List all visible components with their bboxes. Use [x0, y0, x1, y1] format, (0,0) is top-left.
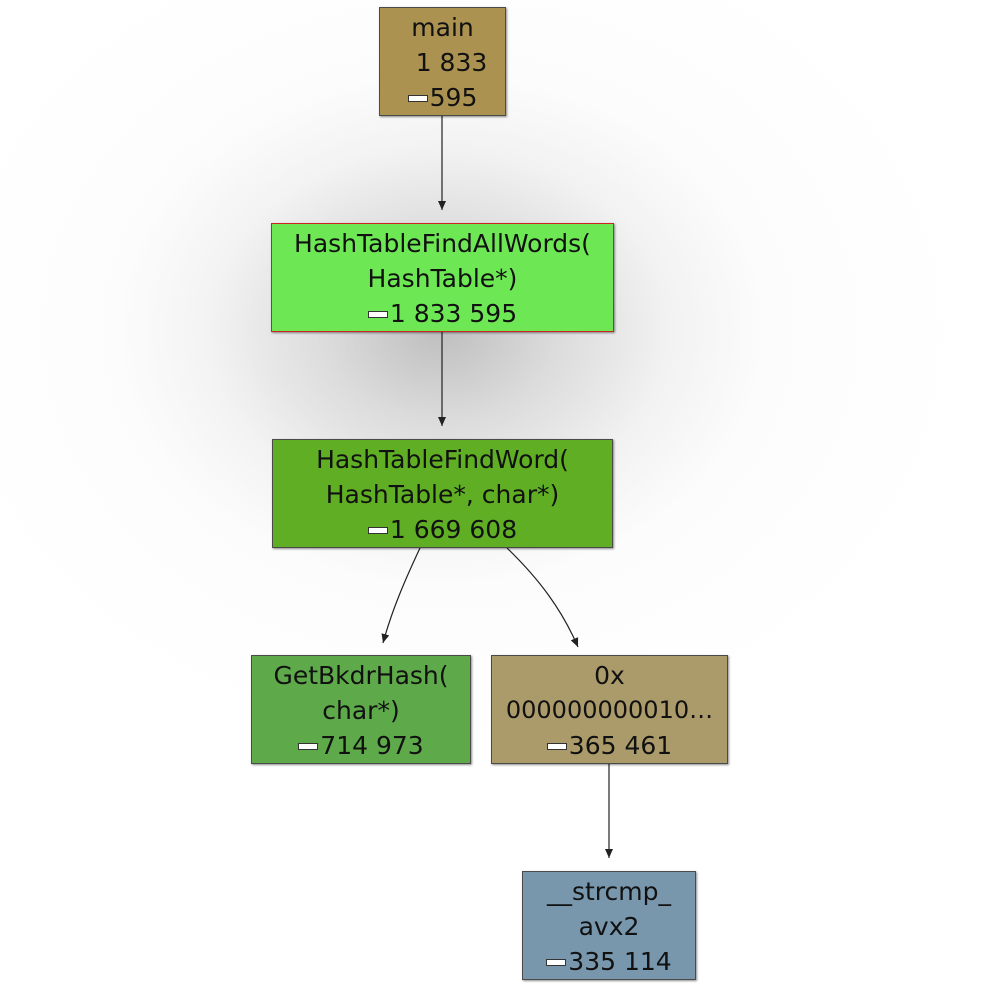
- node-label-line: GetBkdrHash(: [273, 661, 449, 690]
- node-label-line: 1 833: [415, 48, 488, 77]
- node-cost-value: 595: [429, 83, 478, 112]
- node-cost-value: 714 973: [320, 731, 424, 760]
- node-cost: 365 461: [492, 728, 727, 763]
- node-unknown-address[interactable]: 0x 000000000010… 365 461: [491, 655, 728, 764]
- node-label-line: char*): [322, 696, 400, 725]
- node-cost: 1 669 608: [273, 512, 612, 547]
- node-cost-value: 365 461: [568, 731, 673, 760]
- node-cost-value: 335 114: [568, 947, 672, 976]
- node-label-line: 0x: [594, 661, 625, 690]
- node-cost: 595: [380, 80, 505, 115]
- node-hashtablefindword[interactable]: HashTableFindWord( HashTable*, char*) 1 …: [272, 439, 613, 548]
- node-cost-value: 1 669 608: [389, 515, 518, 544]
- node-label-line: avx2: [578, 912, 640, 941]
- node-label-line: main: [411, 13, 474, 42]
- node-cost-value: 1 833 595: [389, 299, 518, 328]
- node-strcmp-avx2[interactable]: __strcmp_ avx2 335 114: [522, 871, 696, 980]
- edge-hashtablefindword-to-unknown: [506, 547, 579, 648]
- node-cost: 1 833 595: [272, 296, 613, 331]
- node-label-line: 000000000010…: [505, 696, 714, 724]
- node-main[interactable]: main 1 833 595: [379, 7, 506, 116]
- node-label-line: HashTable*, char*): [325, 480, 560, 509]
- node-getbkdrhash[interactable]: GetBkdrHash( char*) 714 973: [251, 655, 471, 764]
- node-label-line: HashTableFindAllWords(: [294, 229, 591, 258]
- node-cost: 335 114: [523, 944, 695, 979]
- node-label-line: HashTableFindWord(: [316, 445, 569, 474]
- node-label-line: HashTable*): [367, 264, 518, 293]
- node-label-line: __strcmp_: [546, 877, 672, 906]
- cost-bar-icon: [367, 311, 388, 318]
- node-hashtablefindallwords[interactable]: HashTableFindAllWords( HashTable*) 1 833…: [271, 223, 614, 332]
- cost-bar-icon: [367, 527, 388, 534]
- cost-bar-icon: [298, 743, 319, 750]
- node-cost: 714 973: [252, 728, 470, 763]
- cost-bar-icon: [546, 959, 567, 966]
- cost-bar-icon: [407, 95, 428, 102]
- cost-bar-icon: [546, 743, 567, 750]
- edge-hashtablefindword-to-getbkdrhash: [381, 547, 421, 644]
